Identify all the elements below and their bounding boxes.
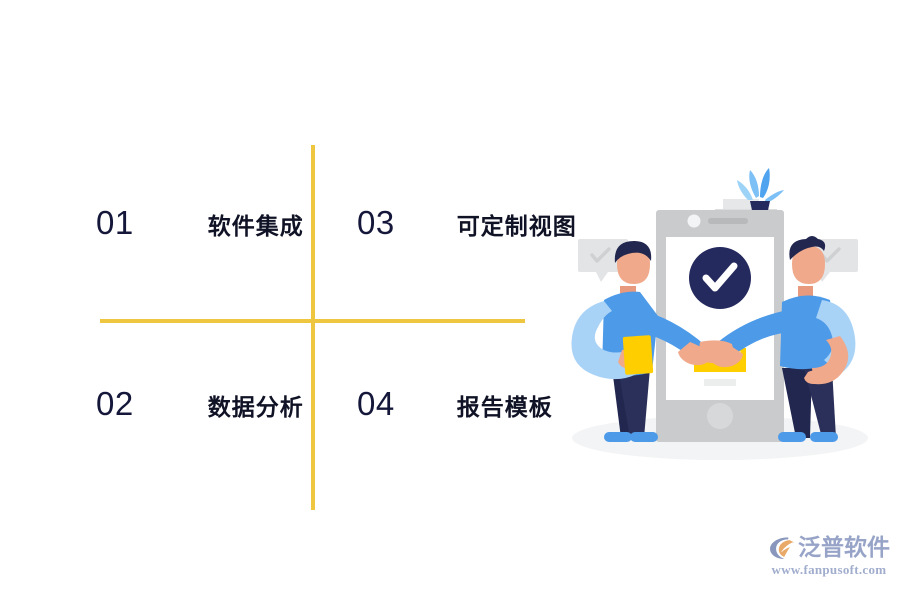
watermark-brand-text: 泛普软件 [798,534,890,560]
feature-label: 软件集成 [207,213,304,239]
phone-home-button [707,403,733,429]
person-left-yellow-card [622,335,654,375]
feature-number: 03 [357,204,395,241]
person-right-shoe-front [810,432,838,442]
person-right-head [792,246,825,284]
speech-bubble-left [578,239,628,282]
fanpu-logo-icon [770,537,794,559]
person-left-shoe-front [630,432,658,442]
vertical-divider [311,145,315,510]
feature-item-04: 04 报告模板 [357,385,553,423]
person-left-shoe-back [604,432,632,442]
person-right-hip-hand [804,370,823,384]
feature-number: 02 [96,385,134,422]
phone-speaker [708,218,748,224]
feature-label: 报告模板 [456,394,553,420]
handshake-agreement-illustration [560,160,880,480]
person-left-hair [614,241,652,263]
feature-item-02: 02 数据分析 [96,385,304,423]
person-left-head [617,246,650,284]
feature-item-01: 01 软件集成 [96,204,304,242]
watermark-logo: 泛普软件 www.fanpusoft.com [766,534,892,586]
step-block-upper [723,199,759,209]
feature-label: 数据分析 [207,394,304,420]
person-right-arm-bent [812,336,849,385]
feature-item-03: 03 可定制视图 [357,204,577,242]
watermark-url-text: www.fanpusoft.com [771,562,887,577]
person-right [710,236,856,442]
horizontal-divider [100,319,525,323]
feature-label: 可定制视图 [456,213,577,239]
person-right-arm-forward [718,310,792,358]
person-right-leg-back [782,368,812,438]
handshake-grip [698,340,733,364]
feature-number: 01 [96,204,134,241]
person-right-hair [789,236,826,260]
feature-number: 04 [357,385,395,422]
person-right-leg-front [804,368,836,438]
person-left-leg-front [618,368,650,438]
person-right-shoe-back [778,432,806,442]
person-left [571,241,712,442]
screen-card-grey-bar [704,379,736,386]
watermark-brand-row: 泛普软件 [768,534,890,561]
success-check-mark [702,262,738,292]
phone-camera [687,214,701,228]
